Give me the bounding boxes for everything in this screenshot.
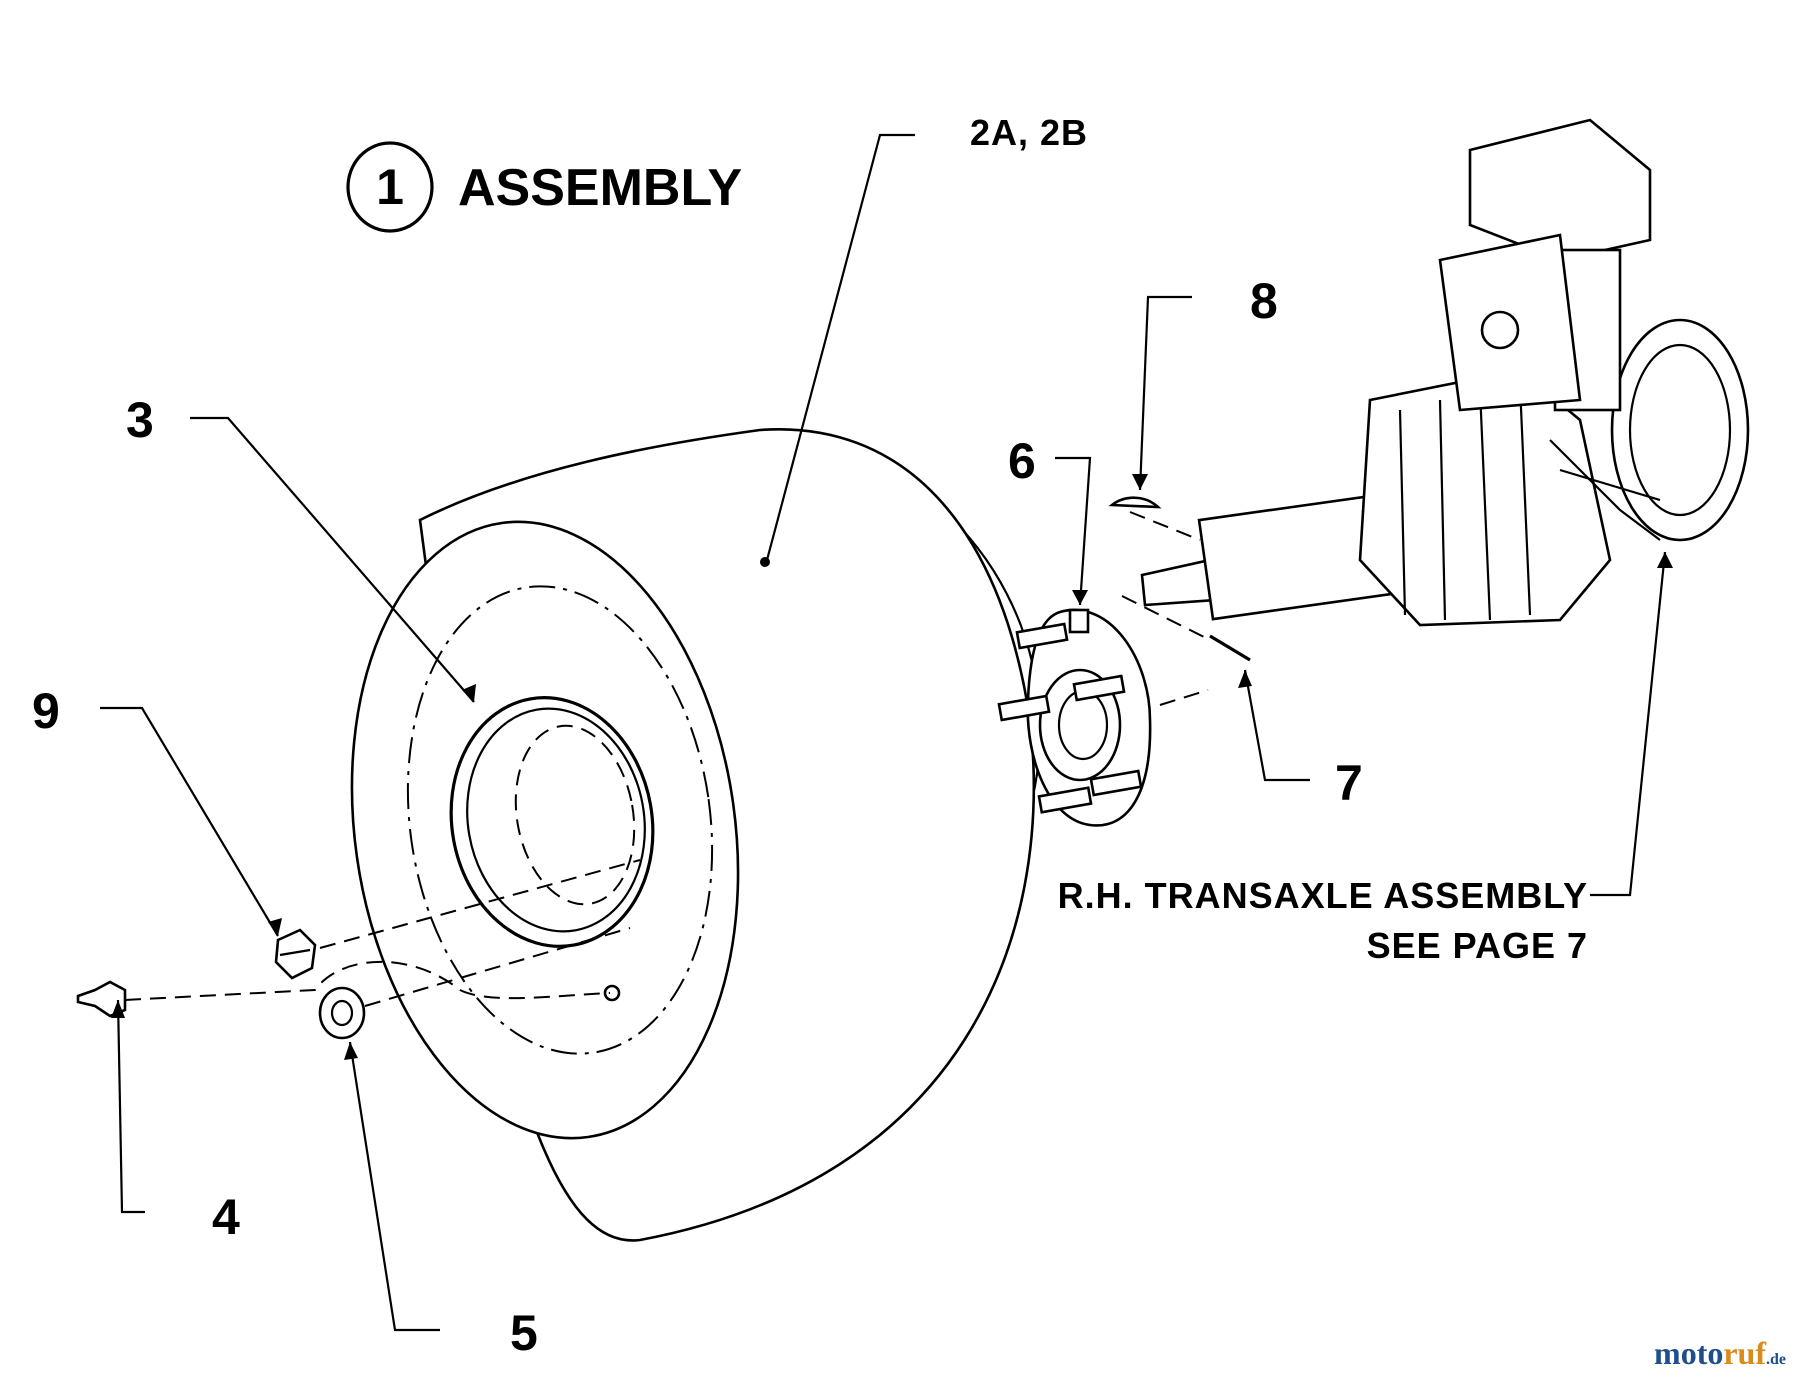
watermark-logo: motoruf.de [1654,1335,1786,1372]
transaxle-note-line1: R.H. TRANSAXLE ASSEMBLY [1058,875,1588,916]
leader-lines [100,133,1667,1332]
axle-tip [1140,558,1217,607]
assembly-badge-number: 1 [376,159,404,215]
brake-drum-inner [1628,343,1732,517]
hub-studs [997,622,1143,814]
gearbox-cover [1468,118,1652,262]
callout-nut: 5 [510,1305,538,1361]
transaxle [1140,118,1750,627]
arrowheads [111,474,1673,1060]
woodruff-key [1108,496,1162,509]
callout-tire: 2A, 2B [970,112,1088,153]
tire [350,428,1042,1242]
tire-bead-line [406,585,714,1055]
callout-hub: 6 [1008,433,1036,489]
hub [997,608,1152,827]
assembly-badge-circle [346,141,434,233]
rim [449,696,655,1002]
valve-stem [76,980,127,1018]
alignment-lines [124,511,1211,1007]
callout-key: 8 [1250,273,1278,329]
lug-nut [318,986,366,1040]
hub-keyway [1068,608,1090,634]
watermark-suffix: .de [1766,1351,1786,1368]
rim-inner [466,707,646,933]
callout-rim: 3 [126,392,154,448]
gearbox-boss [1480,310,1520,350]
transaxle-note-line2: SEE PAGE 7 [1367,925,1588,966]
watermark-part1: moto [1654,1335,1724,1371]
rim-outer [449,696,655,948]
cotter-pin [1209,634,1251,662]
watermark-part2: ruf [1723,1335,1766,1371]
brake-drum [1610,318,1750,542]
linkage [1549,439,1661,541]
castle-nut [274,928,317,980]
hub-center [1038,668,1122,782]
housing-ribs [1398,384,1532,621]
callout-valve: 4 [212,1189,240,1245]
rim-hidden-hub [514,724,636,906]
assembly-heading: 1 ASSEMBLY [346,141,742,233]
callout-pin: 7 [1335,755,1363,811]
callout-castle-nut: 9 [32,683,60,739]
valve-hole [603,984,621,1002]
tire-front-sidewall [350,520,740,1140]
assembly-title: ASSEMBLY [458,159,742,217]
